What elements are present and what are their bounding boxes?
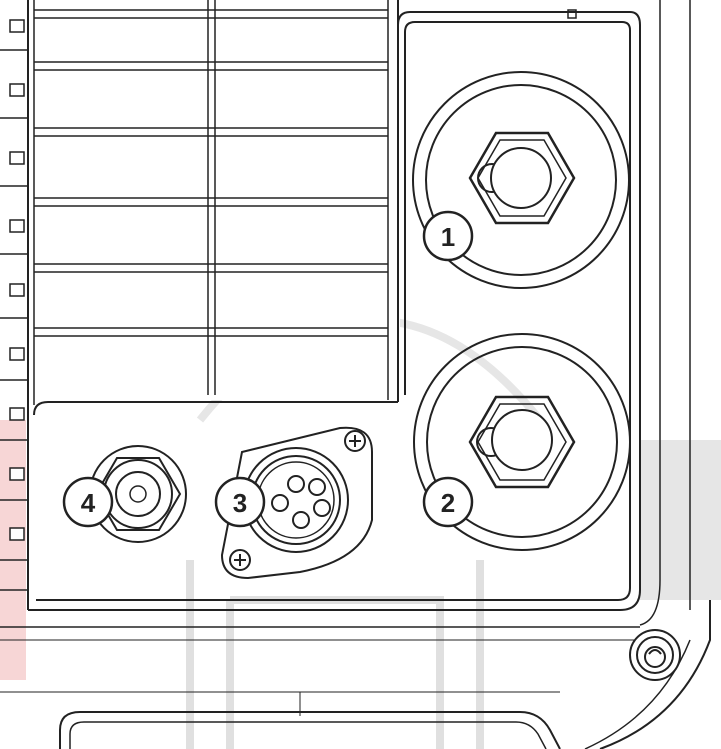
- output-terminal-lower: [413, 333, 631, 551]
- callout-label: 4: [81, 488, 96, 518]
- ground-stud: [629, 629, 681, 681]
- screw-icon-lower: [229, 549, 251, 571]
- callout-label: 3: [233, 488, 247, 518]
- callout-2: 2: [422, 476, 474, 528]
- output-terminal-upper: [412, 71, 630, 289]
- callout-3: 3: [214, 476, 266, 528]
- callout-label: 1: [441, 222, 455, 252]
- watermark: [0, 315, 721, 749]
- callout-4: 4: [62, 476, 114, 528]
- screw-icon-upper: [344, 430, 366, 452]
- callout-label: 2: [441, 488, 455, 518]
- edge-tabs: [0, 19, 28, 591]
- callout-1: 1: [422, 210, 474, 262]
- control-socket: [220, 426, 373, 580]
- vent-grille: [0, 0, 400, 610]
- vent-slats: [34, 9, 388, 337]
